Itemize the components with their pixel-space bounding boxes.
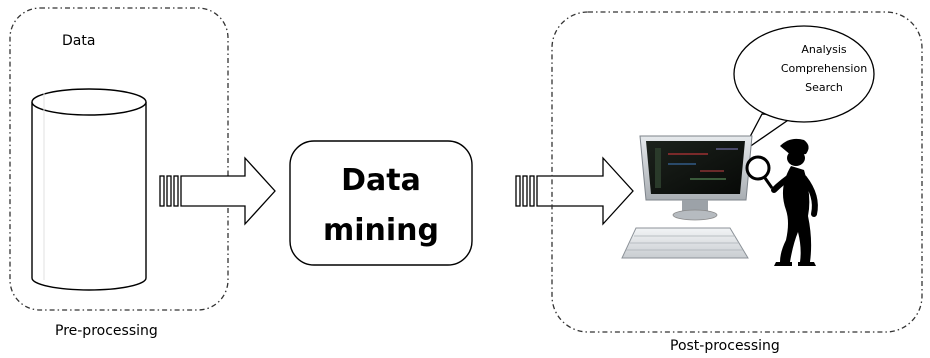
pre-processing-label: Pre-processing	[55, 323, 158, 339]
pre-processing-region	[9, 7, 229, 311]
person-with-magnifier-icon	[745, 138, 818, 266]
computer-icon	[621, 135, 753, 259]
data-mining-box	[289, 140, 473, 266]
bubble-line-search: Search	[805, 81, 843, 94]
mining-title-line-1: Data	[341, 163, 421, 198]
arrow-to-analysis-icon	[515, 156, 634, 226]
arrow-to-mining-icon	[159, 156, 276, 226]
bubble-line-comprehension: Comprehension	[780, 62, 868, 75]
speech-bubble-icon	[733, 25, 875, 153]
data-label: Data	[62, 33, 96, 49]
post-processing-label: Post-processing	[670, 338, 780, 354]
bubble-line-analysis: Analysis	[801, 43, 847, 56]
post-processing-region	[551, 11, 923, 333]
database-cylinder-icon	[31, 88, 147, 291]
mining-title-line-2: mining	[322, 213, 439, 248]
